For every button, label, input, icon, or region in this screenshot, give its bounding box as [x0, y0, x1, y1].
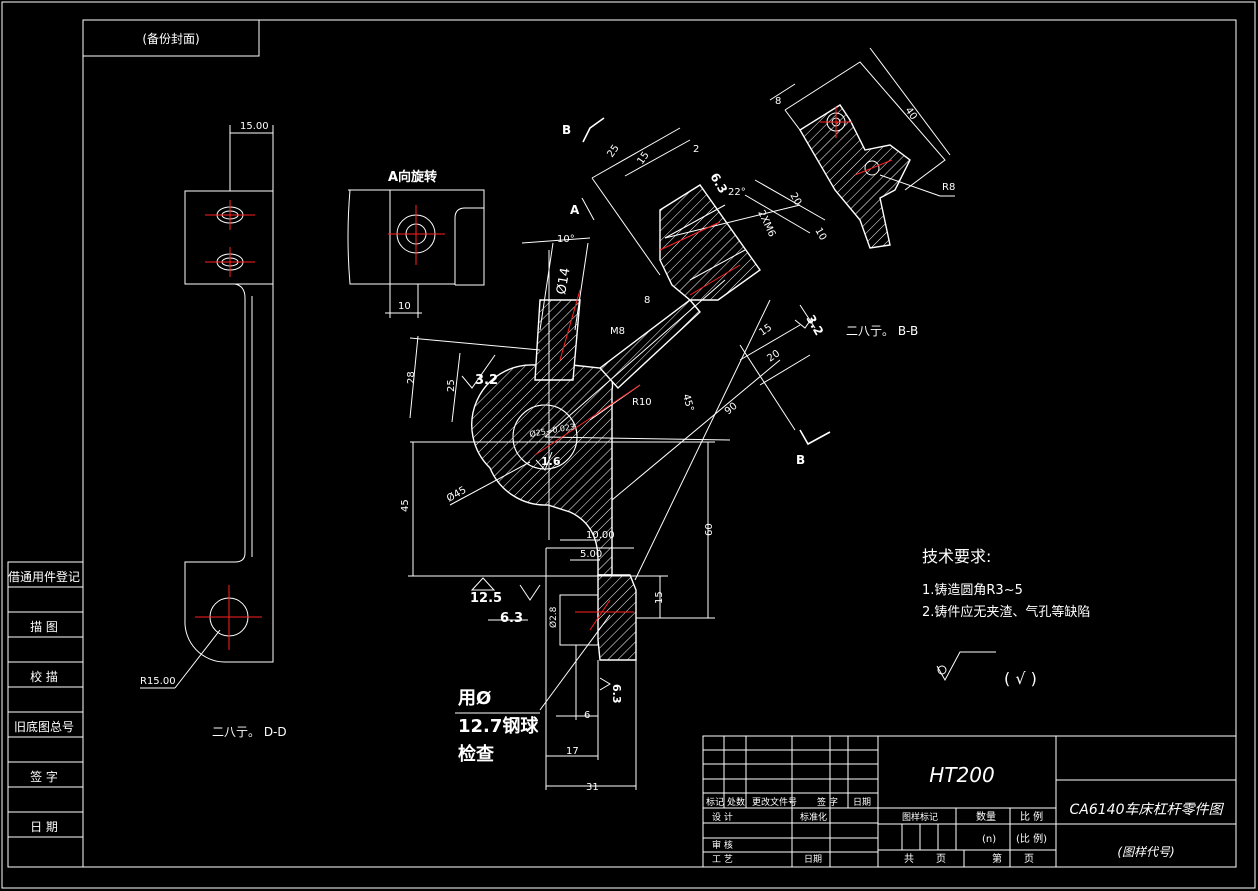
side-table-cell: 描 图 [30, 620, 58, 634]
tech-item-2: 2.铸件应无夹渣、气孔等缺陷 [922, 604, 1090, 620]
rough-1-6: 1.6 [541, 455, 561, 468]
dim-6: 6 [584, 710, 590, 721]
tb-bili: 比 例 [1020, 810, 1043, 823]
dim-dia-2-8: Ø2.8 [548, 606, 559, 628]
rough-6-3-bottom: 6.3 [610, 684, 623, 704]
dim-10-r: 10 [812, 226, 828, 243]
dim-45-vert: 45 [400, 499, 411, 512]
tb-shuliang: 数量 [976, 810, 996, 823]
dim-17: 17 [566, 746, 579, 757]
tb-riqi: 日期 [853, 797, 871, 808]
mark-b-top: B [562, 123, 571, 137]
dim-r10: R10 [632, 397, 652, 408]
dim-r8: R8 [942, 182, 955, 193]
rough-3-2-left: 3.2 [475, 373, 498, 388]
side-table-cell: 借通用件登记 [8, 569, 80, 584]
dim-25-left: 25 [446, 379, 457, 392]
side-table-cell: 签 字 [30, 769, 58, 784]
tb-qianzi: 签 字 [817, 796, 838, 808]
dim-20-mid: 20 [765, 348, 782, 364]
tech-requirements: 技术要求: 1.铸造圆角R3~5 2.铸件应无夹渣、气孔等缺陷 ( √ ) [922, 547, 1090, 688]
rough-12-5: 12.5 [470, 591, 502, 606]
tb-sheji: 设 计 [712, 811, 733, 823]
dim-r15: R15.00 [140, 676, 176, 687]
dim-31: 31 [586, 782, 599, 793]
drawing-name: CA6140车床杠杆零件图 [1070, 802, 1225, 818]
dim-60: 60 [704, 523, 715, 536]
tb-ye2: 页 [1024, 853, 1034, 865]
side-table: 借通用件登记 描 图 校 描 旧底图总号 签 字 日 期 [7, 561, 84, 868]
dim-20-top: 20 [787, 191, 803, 208]
dim-8-mid: 8 [644, 295, 650, 306]
rough-6-3-left: 6.3 [500, 611, 523, 626]
rough-6-3-top: 6.3 [707, 171, 730, 196]
main-view [408, 117, 831, 790]
tech-title: 技术要求: [922, 547, 991, 566]
side-table-cell: 日 期 [30, 820, 58, 834]
dim-5-00: 5.00 [580, 549, 602, 560]
view-dd: 15.00 R15.00 二八亍。 D-D [140, 121, 287, 739]
tb-ye1: 页 [936, 853, 946, 865]
mark-b-bottom: B [796, 453, 805, 467]
mark-a: A [570, 203, 580, 217]
side-table-cell: 校 描 [30, 669, 58, 684]
dim-angle-45: 45° [680, 393, 695, 413]
top-label-box [82, 19, 260, 57]
dim-15-right: 15 [654, 591, 665, 604]
tech-paren: ( √ ) [1004, 669, 1037, 688]
view-dd-label: 二八亍。 D-D [212, 725, 287, 739]
ball-note-3: 检查 [458, 743, 494, 765]
dim-15: 15.00 [240, 121, 269, 132]
drawing-code: (图样代号) [1117, 845, 1174, 859]
side-table-cell: 旧底图总号 [14, 719, 74, 734]
tb-di: 第 [992, 852, 1002, 865]
dim-25-top: 25 [605, 143, 621, 160]
tech-item-1: 1.铸造圆角R3~5 [922, 582, 1023, 598]
dim-40: 40 [903, 105, 919, 122]
dim-10-00: 10.00 [586, 530, 615, 541]
dim-angle-10: 10° [557, 234, 575, 245]
dim-dia-14: Ø14 [554, 267, 573, 296]
tb-scale: (比 例) [1016, 832, 1047, 845]
dim-2: 2 [693, 144, 699, 155]
dim-90: 90 [723, 401, 740, 418]
ball-note-2: 12.7钢球 [458, 715, 539, 737]
tb-shenhe: 审 核 [712, 839, 733, 851]
tb-gongyi: 工 艺 [712, 854, 733, 865]
dim-8-top: 8 [775, 96, 781, 107]
ball-note-1: 用Ø [458, 688, 491, 709]
tb-gong: 共 [904, 853, 914, 865]
tb-gengai: 更改文件号 [752, 796, 797, 808]
section-bb [769, 47, 955, 249]
title-block: HT200 CA6140车床杠杆零件图 (图样代号) 标记 处数 更改文件号 签… [702, 735, 1237, 868]
dim-angle-22: 22° [728, 187, 746, 198]
section-bb-label: 二八亍。 B-B [846, 324, 918, 338]
inner-frame [82, 19, 1237, 868]
top-label: (备份封面) [142, 32, 199, 46]
tb-riqi2: 日期 [804, 854, 822, 865]
dim-m8: M8 [610, 326, 625, 337]
view-a: A向旋转 10 [347, 169, 485, 318]
material: HT200 [929, 763, 994, 787]
tb-biaoji: 标记 [706, 796, 724, 808]
dim-15-mid: 15 [757, 322, 774, 338]
dim-10-a: 10 [398, 301, 411, 312]
dim-m6: 2XM6 [755, 209, 777, 239]
dim-28: 28 [406, 371, 417, 384]
tb-tuyang: 图样标记 [902, 811, 938, 823]
tb-chushu: 处数 [727, 796, 745, 808]
tb-biaozhunhua: 标准化 [800, 811, 827, 823]
view-a-title: A向旋转 [388, 169, 437, 185]
tb-qty: (n) [982, 834, 996, 845]
